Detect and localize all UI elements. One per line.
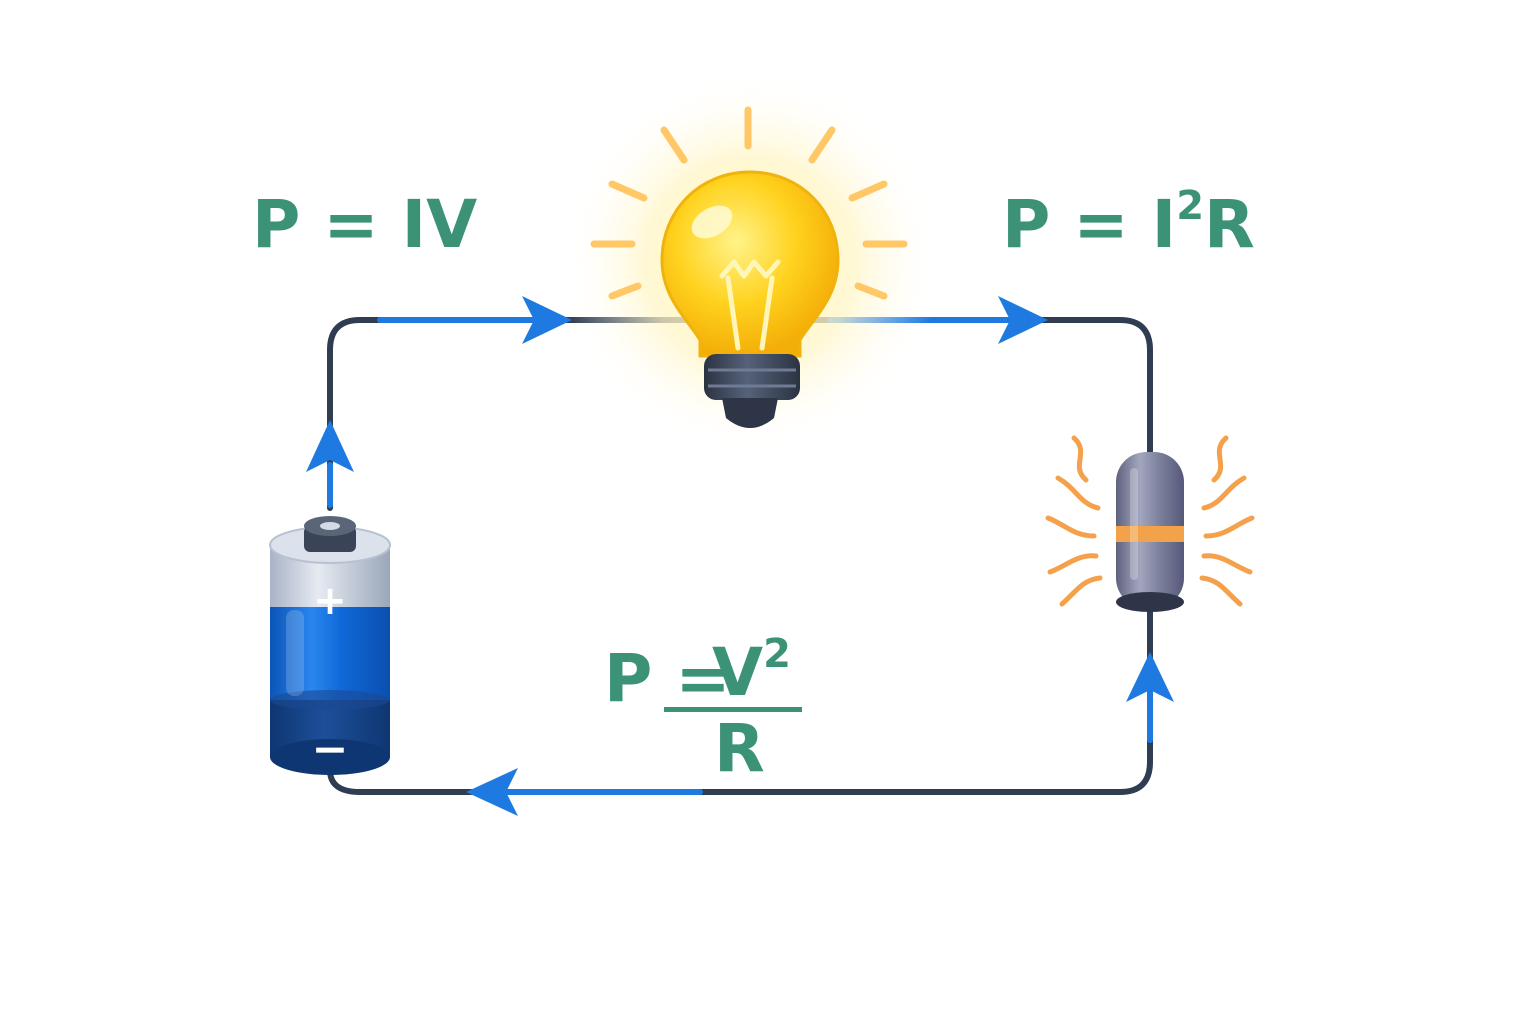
light-rays [590,106,908,300]
current-arrow-icon-left-up [306,420,354,472]
lightbulb-icon [560,72,940,452]
formula-v2r-lhs: P = [604,640,731,717]
formula-i2r-exponent: 2 [1176,183,1205,229]
bulb-base [704,354,800,400]
current-arrow-icon-bottom-left [466,768,518,816]
fraction-bar [664,707,802,712]
current-arrow-icon-top-right [998,296,1048,344]
battery-icon [269,516,391,775]
bulb-filament [719,259,781,351]
formula-v2r-denominator: R [714,710,765,787]
bulb-highlight [691,205,733,239]
formula-power-iv: P = IV [252,192,477,258]
formula-v2r-num-base: V [712,634,764,711]
battery-plus-sign: + [313,578,347,624]
formula-power-i2r: P = I2R [1002,186,1255,258]
wire-right-bottom [327,605,1153,795]
current-arrow-icon-right-up [1126,652,1174,702]
wire-left-top [327,317,703,511]
formula-iv-text: P = IV [252,186,478,263]
bulb-tip [722,398,778,428]
battery-minus-sign: − [312,724,349,775]
formula-v2r-exponent: 2 [763,631,791,677]
current-arrow-icon-top-left [522,296,572,344]
formula-v2r-numerator: V2 [712,634,791,706]
formula-i2r-base: P = I [1002,186,1177,263]
heat-waves-icon [1045,435,1255,607]
wire-top-right [802,317,1153,455]
wire-loop [327,317,1153,795]
formula-i2r-tail: R [1204,186,1255,263]
resistor-icon [1116,452,1184,612]
